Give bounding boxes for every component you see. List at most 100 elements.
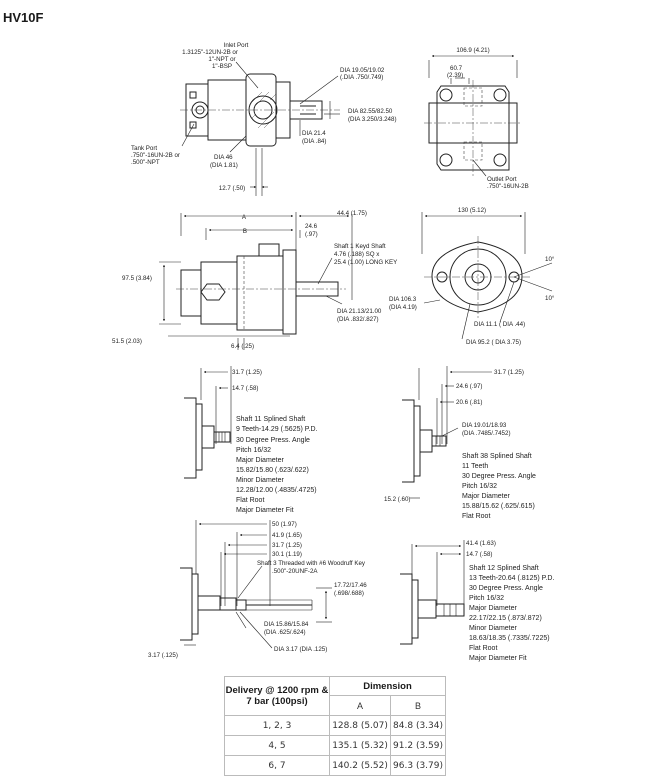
dim-130: 130 (5.12) bbox=[458, 207, 486, 214]
tank-port-line-3: .500"-NPT bbox=[131, 159, 160, 166]
table-row: 1, 2, 3 128.8 (5.07) 84.8 (3.34) bbox=[224, 715, 446, 736]
shaft12-text-4: Major Diameter bbox=[469, 605, 518, 612]
shaft12-d2: 14.7 (.58) bbox=[466, 551, 492, 558]
shaft-38-drawing bbox=[402, 366, 492, 499]
shaft38-d3: 20.6 (.81) bbox=[456, 399, 482, 406]
shaft3-dia15-line-1: DIA 15.86/15.84 bbox=[264, 621, 309, 628]
shaft38-text-0: Shaft 38 Splined Shaft bbox=[462, 453, 532, 460]
shaft11-text-7: 12.28/12.00 (.4835/.4725) bbox=[236, 487, 317, 494]
dim-60-7-line-2: (2.39) bbox=[447, 72, 463, 79]
shaft38-d1: 31.7 (1.25) bbox=[494, 369, 524, 376]
dim-24-6-line-1: 24.6 bbox=[305, 223, 318, 230]
dim-6-4: 6.4 (.25) bbox=[231, 343, 254, 350]
delivery-cell: 4, 5 bbox=[224, 735, 330, 756]
dimension-b-cell: 91.2 (3.59) bbox=[390, 735, 446, 756]
dia-11-1: DIA 11.1 ( DIA .44) bbox=[474, 321, 525, 328]
shaft-38-description: Shaft 38 Splined Shaft 11 Teeth 30 Degre… bbox=[462, 453, 536, 520]
shaft11-text-2: 30 Degree Press. Angle bbox=[236, 437, 310, 444]
table-row: 4, 5 135.1 (5.32) 91.2 (3.59) bbox=[224, 735, 446, 756]
shaft38-text-6: Flat Root bbox=[462, 513, 490, 520]
shaft12-text-6: Minor Diameter bbox=[469, 625, 518, 632]
shaft38-dia-line-1: DIA 19.01/18.93 bbox=[462, 422, 507, 429]
inlet-port-line-1: Inlet Port bbox=[224, 42, 249, 49]
shaft-12-description: Shaft 12 Splined Shaft 13 Teeth-20.64 (.… bbox=[469, 565, 554, 662]
shaft1-line-1: Shaft 1 Keyd Shaft bbox=[334, 243, 386, 250]
flange-view bbox=[421, 212, 553, 340]
dia-106-line-2: (DIA 4.19) bbox=[389, 304, 417, 311]
dia-21-13-line-1: DIA 21.13/21.00 bbox=[337, 308, 382, 315]
shaft11-text-8: Flat Root bbox=[236, 497, 264, 504]
shaft38-d4: 15.2 (.60) bbox=[384, 496, 410, 503]
shaft3-note-line-1: Shaft 3 Threaded with #6 Woodruff Key bbox=[257, 560, 366, 567]
shaft3-d1: 50 (1.97) bbox=[272, 521, 297, 528]
shaft11-d1: 31.7 (1.25) bbox=[232, 369, 262, 376]
column-a-header: A bbox=[328, 695, 392, 716]
tank-port-line-1: Tank Port bbox=[131, 145, 157, 152]
top-view bbox=[180, 61, 340, 196]
shaft-12-labels: 41.4 (1.63) 14.7 (.58) bbox=[466, 540, 496, 558]
shaft-12-drawing bbox=[400, 540, 465, 645]
dia-shaft-line-1: DIA 19.05/19.02 bbox=[340, 67, 385, 74]
shaft-38-labels: 31.7 (1.25) 24.6 (.97) 20.6 (.81) DIA 19… bbox=[384, 369, 524, 503]
top-view-labels: Inlet Port 1.3125"-12UN-2B or 1"-NPT or … bbox=[131, 42, 397, 192]
shaft-3-drawing bbox=[180, 520, 332, 649]
shaft12-text-5: 22.17/22.15 (.873/.872) bbox=[469, 615, 542, 622]
inlet-port-line-4: 1"-BSP bbox=[212, 63, 232, 70]
dia-46-line-1: DIA 46 bbox=[214, 154, 233, 161]
dia-pilot-line-2: (DIA 3.250/3.248) bbox=[348, 116, 397, 123]
delivery-cell: 1, 2, 3 bbox=[224, 715, 330, 736]
dim-60-7-line-1: 60.7 bbox=[450, 65, 463, 72]
shaft11-text-0: Shaft 11 Splined Shaft bbox=[236, 416, 305, 423]
page-title: HV10F bbox=[3, 10, 44, 25]
inlet-port-line-2: 1.3125"-12UN-2B or bbox=[182, 49, 238, 56]
shaft3-dia17-line-1: 17.72/17.46 bbox=[334, 582, 367, 589]
dia-pilot-line-1: DIA 82.55/82.50 bbox=[348, 108, 393, 115]
shaft3-dia17-line-2: (.698/.688) bbox=[334, 590, 364, 597]
shaft38-text-2: 30 Degree Press. Angle bbox=[462, 473, 536, 480]
shaft1-line-2: 4.76 (.188) SQ x bbox=[334, 251, 380, 258]
shaft11-text-3: Pitch 16/32 bbox=[236, 447, 271, 454]
shaft3-d2: 41.9 (1.65) bbox=[272, 532, 302, 539]
dia-106-line-1: DIA 106.3 bbox=[389, 296, 417, 303]
dia-21-13-line-2: (DIA .832/.827) bbox=[337, 316, 379, 323]
dia-46-line-2: (DIA 1.81) bbox=[210, 162, 238, 169]
dia-shaft-line-2: (.DIA .750/.749) bbox=[340, 74, 383, 81]
shaft12-text-0: Shaft 12 Splined Shaft bbox=[469, 565, 539, 572]
shaft11-d2: 14.7 (.58) bbox=[232, 385, 258, 392]
dimension-table: Delivery @ 1200 rpm & 7 bar (100psi) Dim… bbox=[224, 676, 446, 776]
dim-a-label: A bbox=[242, 214, 247, 221]
shaft3-dia15-line-2: (DIA .625/.624) bbox=[264, 629, 306, 636]
dimension-b-cell: 84.8 (3.34) bbox=[390, 715, 446, 736]
shaft11-text-9: Major Diameter Fit bbox=[236, 507, 294, 514]
delivery-header: Delivery @ 1200 rpm & 7 bar (100psi) bbox=[224, 676, 330, 716]
shaft3-note-line-2: .500"-20UNF-2A bbox=[272, 568, 318, 575]
dim-97-5: 97.5 (3.84) bbox=[122, 275, 152, 282]
shaft3-dia3: DIA 3.17 (DIA .125) bbox=[274, 646, 327, 653]
outlet-port-line-2: .750"-16UN-2B bbox=[487, 183, 529, 190]
end-view-labels: 106.9 (4.21) 60.7 (2.39) Outlet Port .75… bbox=[447, 47, 529, 190]
shaft3-d3: 31.7 (1.25) bbox=[272, 542, 302, 549]
side-view bbox=[159, 212, 353, 350]
shaft-11-drawing bbox=[184, 366, 232, 479]
dim-b-label: B bbox=[243, 228, 247, 235]
shaft38-text-1: 11 Teeth bbox=[462, 463, 488, 470]
dimension-a-cell: 128.8 (5.07) bbox=[328, 715, 392, 736]
tank-port-line-2: .750"-16UN-2B or bbox=[131, 152, 180, 159]
shaft1-line-3: 25.4 (1.00) LONG KEY bbox=[334, 259, 397, 266]
outlet-port-line-1: Outlet Port bbox=[487, 176, 517, 183]
column-b-header: B bbox=[390, 695, 446, 716]
shaft38-text-3: Pitch 16/32 bbox=[462, 483, 497, 490]
shaft12-text-9: Major Diameter Fit bbox=[469, 655, 527, 662]
flange-view-labels: 130 (5.12) 10° 10° DIA 106.3 (DIA 4.19) … bbox=[389, 207, 555, 346]
shaft12-d1: 41.4 (1.63) bbox=[466, 540, 496, 547]
dim-12-7: 12.7 (.50) bbox=[219, 185, 245, 192]
shaft11-text-6: Minor Diameter bbox=[236, 477, 285, 484]
shaft-11-labels: 31.7 (1.25) 14.7 (.58) bbox=[232, 369, 262, 392]
inlet-port-line-3: 1"-NPT or bbox=[208, 56, 235, 63]
dia-21-line-1: DIA 21.4 bbox=[302, 130, 326, 137]
shaft12-text-8: Flat Root bbox=[469, 645, 497, 652]
dim-51-5: 51.5 (2.03) bbox=[112, 338, 142, 345]
shaft-11-description: Shaft 11 Splined Shaft 9 Teeth-14.29 (.5… bbox=[236, 416, 318, 514]
dimension-b-cell: 96.3 (3.79) bbox=[390, 755, 446, 776]
